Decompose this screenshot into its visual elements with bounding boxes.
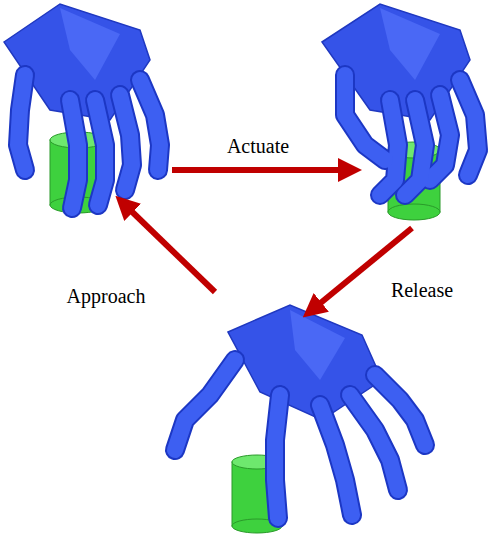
hand-released xyxy=(175,305,425,533)
cylinder-base xyxy=(388,204,440,220)
finger xyxy=(345,75,478,195)
finger-outline xyxy=(175,360,425,518)
finger xyxy=(175,360,425,518)
hand-grasping xyxy=(322,4,478,220)
arrow-label: Actuate xyxy=(227,134,289,158)
finger-outline xyxy=(345,75,478,195)
cycle-arrow xyxy=(124,204,215,292)
palm-highlight xyxy=(290,310,345,380)
arrow-label: Release xyxy=(391,278,453,302)
cycle-arrow xyxy=(172,167,350,173)
arrow-label: Approach xyxy=(67,284,146,308)
hand-open-above xyxy=(4,4,160,213)
finger xyxy=(18,75,160,208)
finger-outline xyxy=(18,75,160,208)
palm-highlight xyxy=(60,8,120,80)
palm-highlight xyxy=(380,8,440,80)
